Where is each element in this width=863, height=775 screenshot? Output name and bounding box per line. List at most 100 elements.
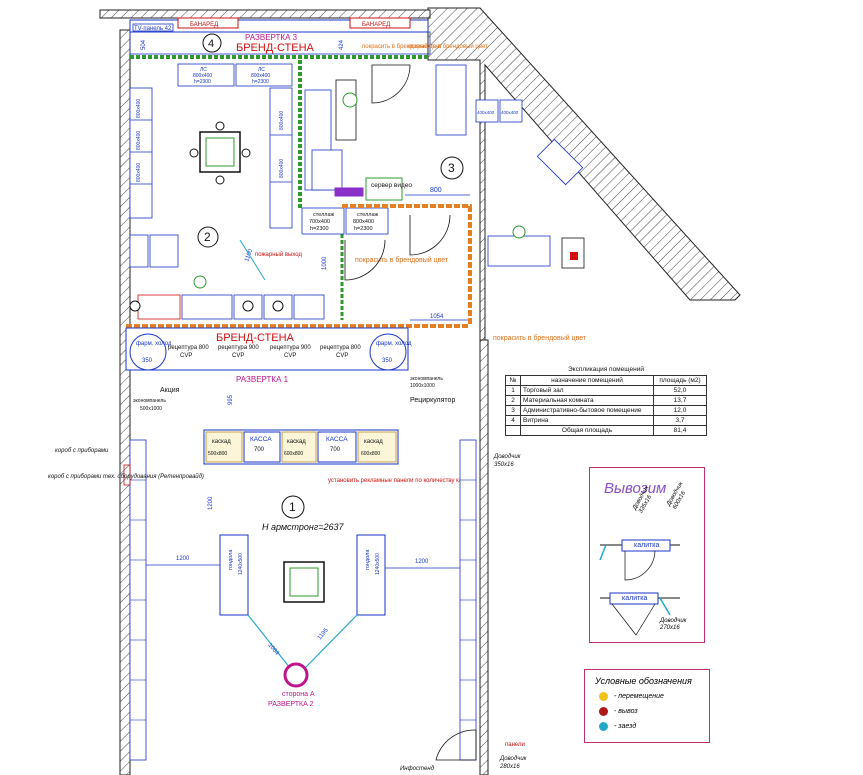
ls-left-2: 800x400 bbox=[136, 131, 142, 150]
inform-label: Инфостенд bbox=[400, 766, 435, 772]
legend-item-out-label: - вывоз bbox=[614, 708, 638, 715]
kaskad-2: каскад bbox=[287, 439, 306, 445]
exit-dovod-2: Доводчик 600x16 bbox=[666, 481, 691, 511]
legend-item-move: - перемещение bbox=[599, 692, 709, 701]
cyan-dot-icon bbox=[599, 722, 608, 731]
stellag-h-1: h=2300 bbox=[310, 226, 329, 232]
dim-1200-vert: 1200 bbox=[208, 496, 214, 510]
ekonom-left: экономпанель bbox=[133, 398, 166, 404]
row-1-purpose: Торговый зал bbox=[520, 385, 654, 396]
ekonom-left-size: 500x1000 bbox=[140, 406, 162, 412]
sales-floor: Акция экономпанель 500x1000 экономпанель… bbox=[48, 376, 528, 772]
server-label: сервер видео bbox=[371, 182, 412, 189]
room-4-zone: 4 РАЗВЕРТКА 3 БРЕНД-СТЕНА покрасить в бр… bbox=[129, 31, 442, 55]
legend-title: Условные обозначения bbox=[595, 676, 692, 686]
row-3-num: 3 bbox=[505, 405, 521, 416]
exit-dovod-3: Доводчик 270x16 bbox=[660, 618, 687, 632]
total-value: 81,4 bbox=[653, 425, 707, 436]
dim-800: 800 bbox=[430, 187, 442, 194]
recept-900-2: рецептура 900 bbox=[270, 345, 311, 351]
ls-h-1: h=2300 bbox=[194, 79, 211, 85]
row-4-purpose: Витрина bbox=[520, 415, 654, 426]
dim-top-504: 504 bbox=[141, 39, 147, 50]
dim-1000: 1000 bbox=[322, 256, 328, 270]
row-4-area: 3,7 bbox=[653, 415, 707, 426]
row-3-purpose: Административно-бытовое помещение bbox=[520, 405, 654, 416]
ls-label-2: ЛС bbox=[258, 67, 265, 73]
gondola-left-size: 1240x500 bbox=[238, 553, 244, 575]
row-1-num: 1 bbox=[505, 385, 521, 396]
paint-top-note: покрасить в брендовый цвет bbox=[362, 43, 442, 50]
dim-1200-left: 1200 bbox=[176, 556, 190, 562]
stellag-h-2: h=2300 bbox=[354, 226, 373, 232]
gondola-right-size: 1240x500 bbox=[375, 553, 381, 575]
exit-dovod-3-label: Доводчик bbox=[660, 618, 687, 624]
farm-holod-left-size: 350 bbox=[142, 358, 153, 364]
dim-1064: 1064 bbox=[266, 642, 280, 657]
room-2-number: 2 bbox=[204, 230, 211, 244]
brand-wall-bottom-title: БРЕНД-СТЕНА bbox=[216, 332, 295, 344]
ekonom-right: экономпанель bbox=[410, 376, 443, 382]
room-3-zone: 3 800 покрасить в брендовый цвет 1054 по… bbox=[344, 43, 587, 342]
dovod-label: Доводчик bbox=[493, 454, 522, 460]
kassa-1: КАССА bbox=[250, 436, 272, 443]
total-label: Общая площадь bbox=[520, 425, 654, 436]
ls-size-2: 800x400 bbox=[251, 73, 270, 79]
kiosk-note: короб с приборами тех. оборудования (Рет… bbox=[48, 473, 204, 480]
row-2-purpose: Материальная комната bbox=[520, 395, 654, 406]
row-4-num: 4 bbox=[505, 415, 521, 426]
exit-diagram bbox=[599, 539, 680, 636]
brand-wall-counter: БРЕНД-СТЕНА фарм. холод 350 рецептура 80… bbox=[125, 327, 412, 384]
paint-mid-note: покрасить в брендовый цвет bbox=[355, 256, 449, 264]
exit-kalitka-1: калитка bbox=[634, 542, 660, 549]
exit-kalitka-2: калитка bbox=[622, 595, 648, 602]
cvp-3: CVP bbox=[284, 353, 296, 359]
gondola-right: гондола bbox=[365, 549, 371, 570]
fire-exit-note: пожарный выход bbox=[255, 251, 302, 258]
farm-holod-right-size: 350 bbox=[382, 358, 393, 364]
banner-left-label: БАНАРЕД bbox=[190, 22, 218, 28]
stellag-label-2: стеллаж bbox=[357, 212, 379, 218]
storona-a-label: сторона А bbox=[282, 691, 315, 698]
room-3-number: 3 bbox=[448, 161, 455, 175]
razvertka-2-label: РАЗВЕРТКА 2 bbox=[268, 701, 314, 708]
room-4-number: 4 bbox=[208, 38, 214, 50]
legend: Условные обозначения - перемещение - выв… bbox=[584, 669, 710, 743]
ls-right-2: 800x400 bbox=[279, 159, 285, 178]
paint-corner-note: покрасить в брендовый цвет bbox=[408, 43, 488, 50]
header-purpose: назначение помещений bbox=[520, 375, 654, 386]
paneli-label: панели bbox=[505, 742, 525, 748]
kaskad-3-size: 600x800 bbox=[361, 451, 380, 457]
dim-1200-right: 1200 bbox=[415, 559, 429, 565]
ls-h-2: h=2300 bbox=[252, 79, 269, 85]
kassa-1-size: 700 bbox=[254, 447, 265, 453]
stellag-size-2: 800x400 bbox=[353, 219, 374, 225]
exit-box: Вывозим Доводчик 335x16 Доводчик 600x16 … bbox=[589, 467, 705, 643]
total-row: Общая площадь 81,4 bbox=[505, 425, 707, 436]
table-row: 4 Витрина 3,7 bbox=[505, 415, 707, 426]
banner-right-label: БАНАРЕД bbox=[362, 22, 390, 28]
header-num: № bbox=[505, 375, 521, 386]
legend-item-out: - вывоз bbox=[599, 707, 709, 716]
kaskad-1-size: 500x800 bbox=[208, 451, 227, 457]
ls-label-1: ЛС bbox=[200, 67, 207, 73]
kiosk-note-2: короб с приборами bbox=[55, 448, 109, 454]
red-dot-icon bbox=[599, 707, 608, 716]
kaskad-1: каскад bbox=[212, 439, 231, 445]
recept-900-1: рецептура 900 bbox=[218, 345, 259, 351]
room-1-number: 1 bbox=[289, 500, 296, 514]
exit-dovod-3-size: 270x16 bbox=[660, 625, 680, 631]
dim-995: 995 bbox=[228, 394, 234, 405]
recirk-label: Рециркулятор bbox=[410, 397, 455, 404]
exit-title: Вывозим bbox=[604, 480, 667, 497]
akcia-label: Акция bbox=[160, 387, 180, 394]
corridor-extension: 400x400 400x400 bbox=[475, 99, 585, 269]
ls-left-1: 800x400 bbox=[136, 99, 142, 118]
top-window-strip: TV-панель 42 БАНАРЕД БАНАРЕД bbox=[129, 17, 429, 33]
shelf-small-1: 400x400 bbox=[477, 110, 495, 115]
legend-item-in: - заезд bbox=[599, 722, 709, 731]
dim-1054: 1054 bbox=[430, 314, 444, 320]
cvp-2: CVP bbox=[232, 353, 244, 359]
kaskad-3: каскад bbox=[364, 439, 383, 445]
